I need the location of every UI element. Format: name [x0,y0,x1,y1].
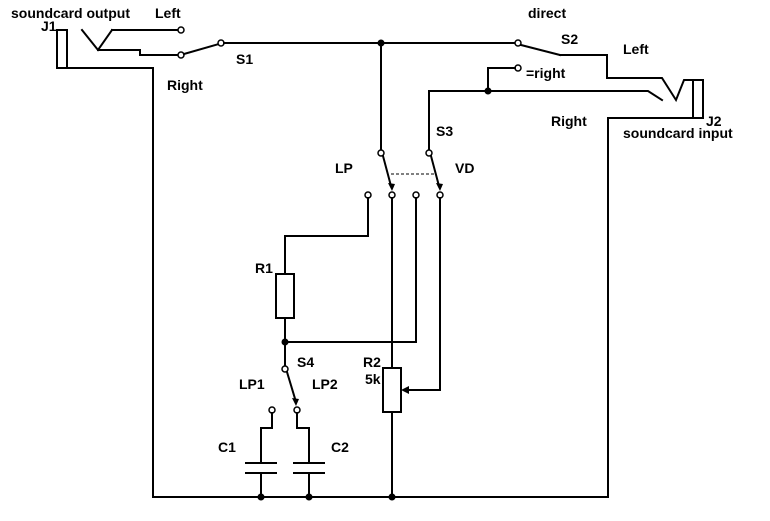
label-lp: LP [335,160,353,176]
potentiometer-r2[interactable] [382,197,441,498]
label-j2-right: Right [551,113,587,129]
label-lp1: LP1 [239,376,265,392]
label-j2-desc: soundcard input [623,125,733,141]
label-r2: R2 [363,354,381,370]
resistor-r1 [275,197,417,367]
label-s4: S4 [297,354,314,370]
label-j2: J2 [706,113,722,129]
switch-s2[interactable] [487,39,562,92]
switch-s3[interactable] [364,42,444,199]
label-s2: S2 [561,31,578,47]
jack-j1 [56,28,181,498]
label-s1: S1 [236,51,253,67]
label-r2-value: 5k [365,371,381,387]
label-j2-left: Left [623,41,649,57]
label-c1: C1 [218,439,236,455]
capacitor-c1 [245,412,277,498]
wire-lp-r1 [284,197,369,275]
switch-s4[interactable] [268,365,301,414]
label-j1-left: Left [155,5,181,21]
capacitor-c2 [293,412,325,498]
label-j1-right: Right [167,77,203,93]
label-s3: S3 [436,123,453,139]
jack-j2 [428,54,704,498]
label-j1: J1 [41,18,57,34]
label-s2-direct: direct [528,5,566,21]
label-s2-eqright: =right [526,65,566,81]
label-c2: C2 [331,439,349,455]
label-lp2: LP2 [312,376,338,392]
label-vd: VD [455,160,474,176]
switch-s1[interactable] [177,26,225,59]
label-j1-desc: soundcard output [11,5,130,21]
label-r1: R1 [255,260,273,276]
